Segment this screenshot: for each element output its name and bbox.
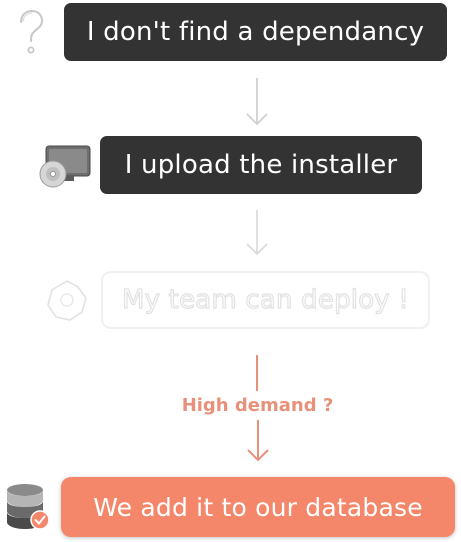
flow-arrow-top xyxy=(247,353,267,393)
flow-arrow-head xyxy=(245,418,271,464)
flow-arrow xyxy=(244,208,270,258)
database-check-icon xyxy=(4,481,52,533)
flow-arrow xyxy=(244,76,270,128)
step-deploy-box: My team can deploy ! xyxy=(101,271,430,329)
high-demand-annotation: High demand ? xyxy=(181,395,334,416)
computer-disc-icon xyxy=(38,143,92,189)
step-dependency-label: I don't find a dependancy xyxy=(86,17,425,47)
step-database-box: We add it to our database xyxy=(61,477,455,537)
step-upload-label: I upload the installer xyxy=(124,150,398,180)
question-mark-icon xyxy=(14,8,46,56)
badge-icon xyxy=(44,278,90,324)
step-upload-box: I upload the installer xyxy=(100,136,422,194)
step-deploy-label: My team can deploy ! xyxy=(121,284,409,315)
step-dependency-box: I don't find a dependancy xyxy=(64,3,447,61)
step-database-label: We add it to our database xyxy=(93,492,423,522)
